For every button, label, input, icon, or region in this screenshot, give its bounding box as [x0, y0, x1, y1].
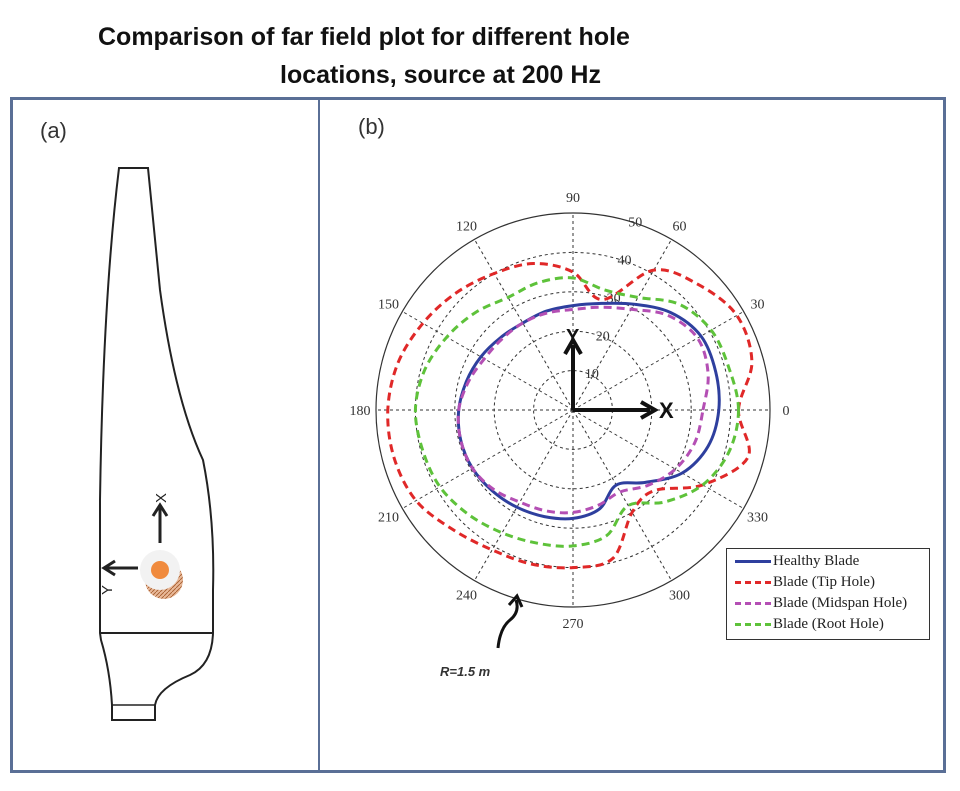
angular-grid-spoke: [572, 311, 744, 411]
angular-grid-spoke: [572, 409, 672, 581]
legend-item: Blade (Midspan Hole): [735, 593, 907, 613]
radial-tick-label: 40: [617, 254, 631, 269]
angular-tick-label: 240: [456, 588, 477, 603]
legend-label: Healthy Blade: [773, 552, 860, 569]
radial-tick-label: 50: [628, 216, 642, 231]
panel-divider: [318, 97, 320, 773]
angular-tick-label: 150: [378, 298, 399, 313]
angular-grid-spoke: [474, 409, 574, 581]
angular-tick-label: 270: [563, 617, 584, 632]
angular-grid-spoke: [474, 239, 574, 411]
chart-title-line-1: Comparison of far field plot for differe…: [98, 23, 630, 51]
angular-tick-label: 0: [783, 404, 790, 419]
legend-label: Blade (Midspan Hole): [773, 594, 908, 611]
radius-note: R=1.5 m: [440, 664, 491, 679]
legend-swatch-root: [735, 622, 771, 626]
angular-tick-label: 300: [669, 588, 690, 603]
axis-y-label-b: Y: [566, 326, 580, 348]
angular-grid-spoke: [402, 409, 574, 509]
radial-tick-label: 20: [596, 329, 610, 344]
arrowhead-x-b: [640, 400, 660, 420]
chart-title-line-2: locations, source at 200 Hz: [280, 61, 601, 89]
legend-item: Healthy Blade: [735, 551, 859, 571]
radius-pointer-arrowhead: [507, 593, 524, 608]
blade-drawing: X Y: [99, 167, 215, 721]
angular-tick-label: 30: [750, 298, 764, 313]
arrowhead-y-b: [563, 335, 583, 355]
legend-item: Blade (Tip Hole): [735, 572, 875, 592]
axis-x-label-a: X: [153, 493, 170, 503]
polar-outer-circle: [375, 212, 771, 608]
legend-swatch-tip: [735, 580, 771, 584]
arrowhead-x-a: [151, 502, 169, 517]
blade-outline: [99, 167, 215, 721]
polar-axes-arrows: Y X: [563, 326, 674, 423]
legend: Healthy Blade Blade (Tip Hole) Blade (Mi…: [726, 548, 930, 640]
arrowhead-y-a: [101, 559, 116, 577]
angular-grid-spoke: [572, 239, 672, 411]
legend-label: Blade (Root Hole): [773, 615, 884, 632]
panel-b-label: (b): [358, 114, 385, 139]
axis-x-label-b: X: [659, 398, 674, 423]
legend-swatch-healthy: [735, 559, 771, 563]
legend-item: Blade (Root Hole): [735, 614, 884, 634]
angular-grid-spoke: [402, 311, 574, 411]
angular-tick-label: 330: [747, 511, 768, 526]
radius-pointer-arrow: [496, 599, 519, 649]
polar-plot: 0306090120150180210240270300330102030405…: [350, 191, 790, 632]
legend-label: Blade (Tip Hole): [773, 573, 875, 590]
hole-marker: [151, 561, 169, 579]
angular-tick-label: 210: [378, 511, 399, 526]
angular-tick-label: 90: [566, 191, 580, 206]
panel-a-label: (a): [40, 118, 67, 143]
figure-frame: [10, 97, 946, 773]
angular-tick-label: 120: [456, 220, 477, 235]
angular-tick-label: 180: [350, 404, 371, 419]
axis-y-label-a: Y: [99, 585, 116, 595]
radial-tick-label: 10: [585, 367, 599, 382]
legend-swatch-midspan: [735, 601, 771, 605]
angular-tick-label: 60: [673, 220, 687, 235]
angular-grid-spoke: [572, 409, 744, 509]
